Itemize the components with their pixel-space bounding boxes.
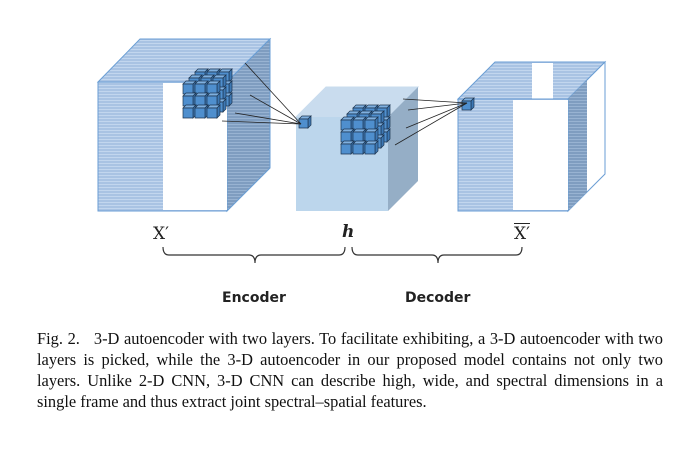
decoder-label: Decoder bbox=[405, 290, 471, 306]
input-cube bbox=[96, 37, 272, 213]
kernel-cube bbox=[182, 92, 197, 107]
kernel-cube bbox=[206, 92, 221, 107]
kernel-cube bbox=[206, 104, 221, 119]
kernel-cube bbox=[298, 115, 312, 129]
connection-line bbox=[234, 112, 302, 125]
kernel-cube bbox=[194, 104, 209, 119]
caption-label: Fig. 2. bbox=[37, 329, 80, 348]
input-label: X′ bbox=[153, 224, 169, 244]
connection-line bbox=[221, 120, 302, 125]
kernel-cube bbox=[194, 80, 209, 95]
connection-line bbox=[394, 102, 468, 146]
decoder-brace bbox=[351, 246, 523, 264]
kernel-cube bbox=[340, 128, 355, 143]
caption-text: 3-D autoencoder with two layers. To faci… bbox=[37, 329, 663, 411]
kernel-cube bbox=[352, 128, 367, 143]
output-label: X′ bbox=[514, 224, 530, 244]
connection-lines bbox=[221, 62, 468, 146]
kernel-cube bbox=[364, 116, 379, 131]
connection-line bbox=[407, 102, 468, 111]
encoder-label: Encoder bbox=[222, 290, 286, 306]
kernel-cubes bbox=[182, 68, 475, 155]
kernel-cube bbox=[194, 92, 209, 107]
kernel-cube bbox=[364, 128, 379, 143]
kernel-cube bbox=[182, 104, 197, 119]
kernel-cube bbox=[364, 140, 379, 155]
kernel-cube bbox=[352, 140, 367, 155]
figure-caption: Fig. 2.3-D autoencoder with two layers. … bbox=[37, 328, 663, 412]
hidden-label: h bbox=[342, 222, 355, 242]
kernel-cube bbox=[340, 116, 355, 131]
connection-line bbox=[402, 98, 468, 104]
connection-line bbox=[244, 62, 302, 125]
output-cube bbox=[456, 60, 607, 213]
connection-line bbox=[249, 94, 302, 125]
kernel-cube bbox=[370, 110, 385, 125]
kernel-cube bbox=[182, 80, 197, 95]
autoencoder-diagram bbox=[96, 37, 607, 264]
kernel-cube bbox=[206, 80, 221, 95]
connection-line bbox=[405, 102, 468, 129]
kernel-cube bbox=[340, 140, 355, 155]
kernel-cube bbox=[352, 116, 367, 131]
encoder-brace bbox=[162, 246, 346, 264]
